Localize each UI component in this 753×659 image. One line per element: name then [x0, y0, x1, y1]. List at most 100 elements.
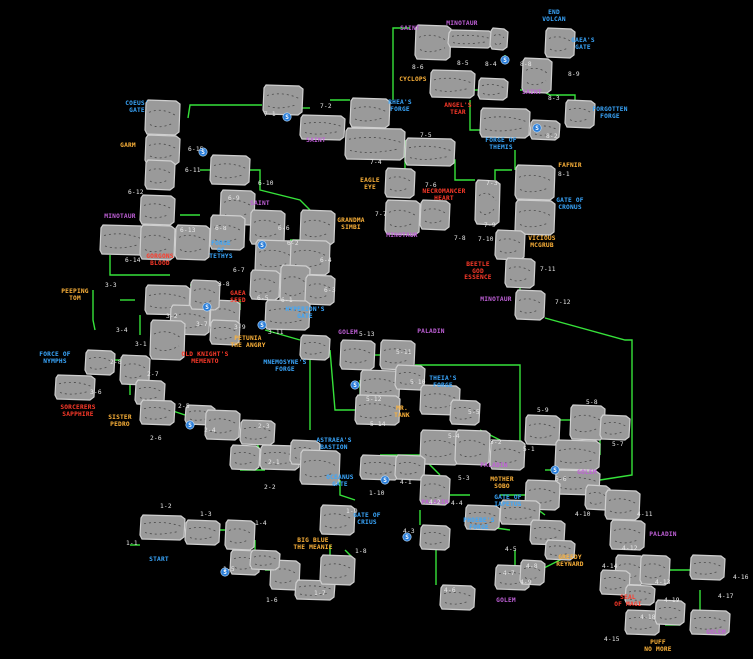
room-tile: [339, 339, 376, 371]
room-shape: [84, 349, 116, 376]
room-number: 2-5: [178, 403, 190, 410]
room-number: 4-14: [602, 563, 618, 570]
room-tile: [689, 609, 731, 636]
room-texture: [508, 266, 532, 282]
room-shape: [359, 454, 401, 481]
room-tile: [264, 299, 311, 331]
room-number: 6-12: [128, 189, 144, 196]
room-texture: [358, 403, 397, 419]
svg-text:S: S: [260, 322, 264, 329]
room-number: 4-2: [429, 499, 441, 506]
label-old-knights-memento: OLD KNIGHT'S MEMENTO: [181, 351, 229, 365]
room-texture: [628, 616, 657, 630]
room-texture: [253, 278, 277, 294]
room-number: 4-17: [718, 593, 734, 600]
room-number: 5-1: [523, 446, 535, 453]
room-texture: [548, 36, 572, 52]
room-shape: [209, 319, 241, 346]
room-tile: [139, 399, 176, 426]
room-texture: [188, 526, 217, 540]
room-number: 8-6: [412, 64, 424, 71]
room-texture: [408, 145, 452, 160]
room-tile: [319, 504, 356, 536]
room-tiles: [54, 24, 731, 636]
room-shape: [144, 159, 176, 191]
room-number: 4-5: [505, 546, 517, 553]
room-shape: [419, 474, 451, 506]
room-shape: [689, 554, 726, 581]
room-tile: [514, 199, 556, 236]
room-shape: [489, 27, 509, 51]
label-minotaur-top: MINOTAUR: [446, 20, 478, 27]
label-sister-pedro: SISTER PEDRO: [108, 414, 132, 428]
room-number: 4-9: [520, 579, 532, 586]
room-tile: [299, 334, 331, 361]
room-texture: [143, 234, 172, 253]
room-shape: [419, 524, 451, 551]
room-number: 6-10: [258, 180, 274, 187]
room-shape: [394, 454, 426, 481]
label-cyclops: CYCLOPS: [399, 76, 427, 83]
room-shape: [299, 334, 331, 361]
room-texture: [483, 116, 527, 132]
room-texture: [458, 439, 487, 458]
label-garm: GARM: [120, 142, 136, 149]
room-shape: [184, 519, 221, 546]
room-tile: [359, 454, 401, 481]
room-number: 4-8: [526, 563, 538, 570]
label-mother-sobo: MOTHER SOBO: [490, 476, 514, 490]
room-number: 4-1: [400, 479, 412, 486]
label-saint-6-9: SAINT: [250, 200, 270, 207]
room-texture: [258, 249, 292, 268]
room-shape: [654, 599, 686, 626]
room-number: 8-8: [520, 61, 532, 68]
room-tile: [439, 584, 476, 611]
label-eagle-eye: EAGLE EYE: [360, 177, 380, 191]
label-beetle-god-essence: BEETLE GOD ESSENCE: [464, 261, 492, 282]
room-tile: [544, 27, 576, 59]
room-texture: [293, 249, 327, 268]
save-point-icon: S: [402, 532, 412, 542]
room-number: 3-6: [90, 389, 102, 396]
label-peeping-tom: PEEPING TOM: [61, 288, 89, 302]
room-tile: [384, 199, 421, 236]
room-tile: [404, 137, 456, 167]
room-tile: [689, 554, 726, 581]
room-number: 6-9: [228, 195, 240, 202]
room-number: 2-7: [147, 371, 159, 378]
room-tile: [319, 554, 356, 586]
room-number: 5-12: [366, 396, 382, 403]
room-texture: [398, 371, 422, 385]
room-number: 7-1: [264, 111, 276, 118]
room-number: 8-9: [568, 71, 580, 78]
room-shape: [249, 549, 281, 571]
room-number: 7-8: [454, 235, 466, 242]
save-point-icon: S: [350, 380, 360, 390]
room-number: 3-9: [234, 324, 246, 331]
room-tile: [149, 319, 186, 361]
room-tile: [454, 429, 491, 466]
room-shape: [174, 224, 211, 261]
room-tile: [304, 274, 336, 306]
room-tile: [464, 504, 501, 531]
room-texture: [525, 67, 549, 86]
label-gaeas-gate: GAEA'S GATE: [571, 37, 595, 51]
room-texture: [143, 203, 172, 219]
label-minotaur-7-7: MINOTAUR: [386, 232, 418, 239]
room-shape: [139, 399, 176, 426]
room-texture: [268, 308, 307, 324]
room-shape: [224, 519, 256, 551]
save-point-icon: S: [532, 123, 542, 133]
room-texture: [303, 121, 342, 135]
label-saint-top: SAINT: [400, 25, 420, 32]
svg-text:S: S: [353, 382, 357, 389]
room-texture: [693, 616, 727, 630]
room-texture: [608, 498, 637, 514]
room-tile: [429, 69, 476, 99]
room-shape: [599, 414, 631, 441]
room-number: 4-3: [403, 528, 415, 535]
label-saint-7-2: SAINT: [306, 137, 326, 144]
room-texture: [418, 34, 448, 53]
room-tile: [569, 404, 606, 441]
